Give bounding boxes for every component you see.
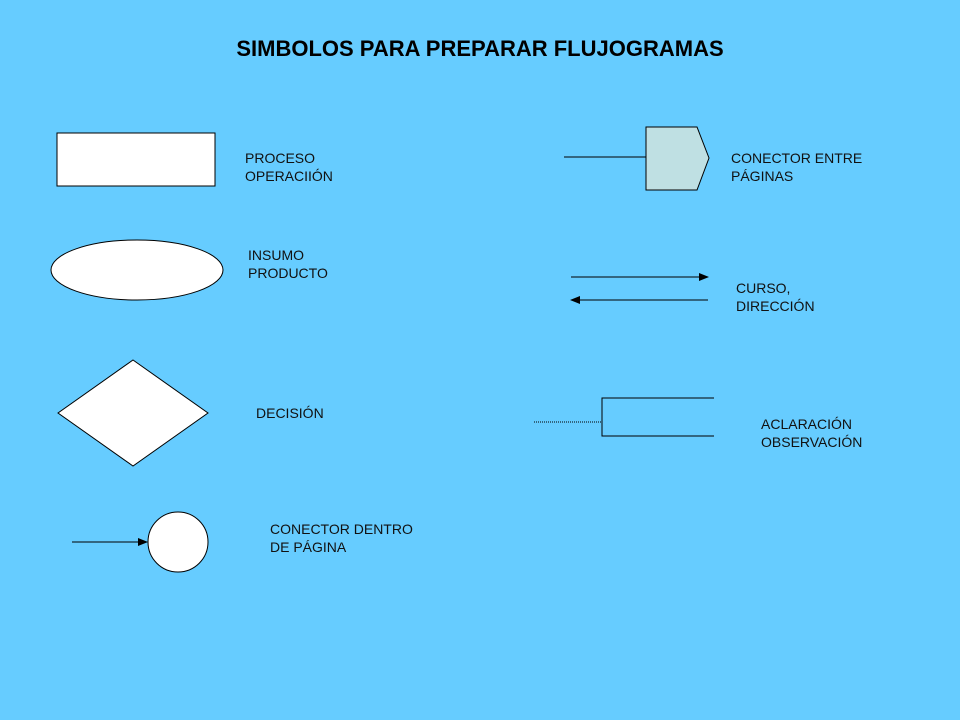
label-decision: DECISIÓN bbox=[256, 404, 324, 422]
label-line: DECISIÓN bbox=[256, 405, 324, 421]
annotation-bracket-icon bbox=[534, 397, 714, 437]
offpage-connector-pentagon bbox=[645, 126, 710, 191]
onpage-connector-icon bbox=[72, 511, 209, 573]
label-line: INSUMO bbox=[248, 247, 304, 263]
page-title: SIMBOLOS PARA PREPARAR FLUJOGRAMAS bbox=[236, 36, 724, 61]
label-flow: CURSO, DIRECCIÓN bbox=[736, 279, 815, 315]
label-offpage-connector: CONECTOR ENTRE PÁGINAS bbox=[731, 149, 862, 185]
label-line: PÁGINAS bbox=[731, 168, 794, 184]
label-line: CURSO, bbox=[736, 280, 791, 296]
label-line: PRODUCTO bbox=[248, 265, 328, 281]
label-line: DIRECCIÓN bbox=[736, 298, 815, 314]
offpage-connector-icon bbox=[564, 126, 710, 191]
label-line: ACLARACIÓN bbox=[761, 416, 853, 432]
decision-diamond-icon bbox=[57, 359, 209, 467]
label-line: CONECTOR ENTRE bbox=[731, 150, 863, 166]
flow-arrows-icon bbox=[570, 273, 709, 304]
label-line: OPERACIIÓN bbox=[245, 168, 333, 184]
label-annotation: ACLARACIÓN OBSERVACIÓN bbox=[761, 415, 862, 451]
process-rectangle-icon bbox=[56, 132, 216, 187]
io-ellipse-icon bbox=[50, 239, 224, 301]
label-process: PROCESO OPERACIIÓN bbox=[245, 149, 333, 185]
onpage-connector-circle bbox=[147, 511, 209, 573]
annotation-bracket bbox=[601, 397, 714, 437]
label-io: INSUMO PRODUCTO bbox=[248, 246, 328, 282]
label-line: CONECTOR DENTRO bbox=[270, 521, 413, 537]
label-line: PROCESO bbox=[245, 150, 316, 166]
label-line: DE PÁGINA bbox=[270, 539, 347, 555]
label-onpage-connector: CONECTOR DENTRO DE PÁGINA bbox=[270, 520, 413, 556]
label-line: OBSERVACIÓN bbox=[761, 434, 863, 450]
